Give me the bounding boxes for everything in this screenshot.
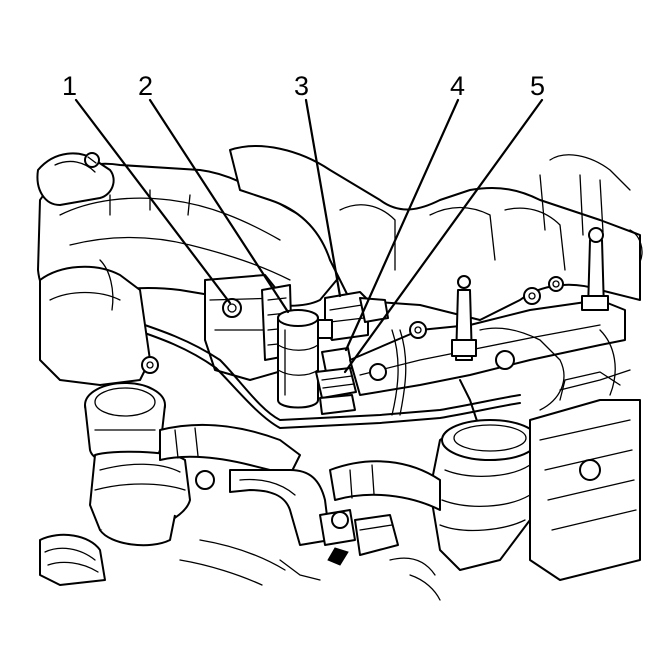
leader-line-4	[344, 98, 460, 352]
callout-1: 1	[62, 71, 77, 101]
leader-line-1	[74, 98, 232, 305]
fuel-injectors	[451, 227, 609, 361]
left-upper-hose	[36, 152, 115, 206]
rail-bolts	[369, 276, 564, 381]
mounting-bracket	[204, 274, 293, 381]
leader-line-3	[304, 98, 342, 298]
electrical-connector	[317, 291, 389, 341]
callout-labels: 1 2 3 4 5	[62, 71, 545, 101]
callout-4: 4	[450, 71, 465, 101]
callout-2: 2	[138, 71, 153, 101]
middle-hoses	[159, 423, 331, 546]
leader-line-5	[343, 98, 544, 374]
fuel-rail	[349, 227, 631, 411]
air-intake-tube	[329, 419, 539, 571]
leader-line-2	[148, 98, 290, 314]
bottom-left-hose	[39, 533, 286, 586]
oil-filler-cap	[84, 382, 166, 466]
sensor-connectors	[315, 347, 357, 415]
bottom-center-parts	[279, 557, 441, 601]
leader-lines	[74, 98, 544, 374]
engine-left-body	[39, 259, 159, 386]
lower-sensor	[319, 509, 399, 566]
callout-5: 5	[530, 71, 545, 101]
lower-left-hose	[89, 450, 191, 547]
solenoid-valve	[277, 309, 319, 409]
lower-right-engine	[529, 371, 641, 581]
callout-3: 3	[294, 71, 309, 101]
